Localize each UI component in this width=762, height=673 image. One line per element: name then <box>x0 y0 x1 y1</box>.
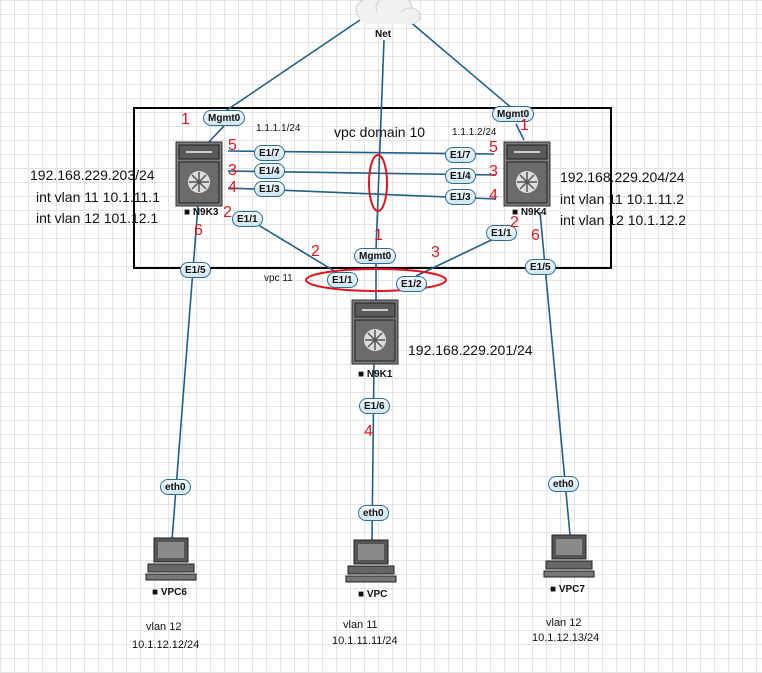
pc-icon <box>145 537 197 581</box>
vpc-vlan: vlan 11 <box>343 619 378 631</box>
n9k3-name[interactable]: ■ N9K3 <box>184 208 218 218</box>
node-square-icon: ■ <box>152 587 161 598</box>
n9k3-keepalive-ip: 1.1.1.1/24 <box>256 123 301 134</box>
node-square-icon: ■ <box>512 207 521 218</box>
n9k4-vlan11: int vlan 11 10.1.11.2 <box>560 191 685 207</box>
n9k3-mgmt0-port[interactable]: Mgmt0 <box>203 110 246 126</box>
n9k3-ip: 192.168.229.203/24 <box>30 167 155 183</box>
node-square-icon: ■ <box>358 369 367 380</box>
n9k4-e1-5-port[interactable]: E1/5 <box>525 259 556 275</box>
n9k1-name[interactable]: ■ N9K1 <box>358 370 392 380</box>
n9k1-e1-6-port[interactable]: E1/6 <box>359 398 390 414</box>
cloud-icon <box>355 0 421 25</box>
n9k4-name-text: N9K4 <box>520 207 547 218</box>
link-n9k4-mgmt-stub <box>515 123 525 141</box>
annotation-n9k1-e11: 2 <box>311 243 320 260</box>
peer-link-ellipse <box>368 154 388 212</box>
annotation-n9k3-e11: 2 <box>223 204 232 221</box>
node-square-icon: ■ <box>550 584 559 595</box>
annotation-n9k4-e11: 2 <box>510 214 519 231</box>
n9k4-vlan12: int vlan 12 10.1.12.2 <box>560 212 687 228</box>
vpc-ip: 10.1.11.11/24 <box>332 635 398 647</box>
annotation-n9k3-e15: 6 <box>194 222 203 239</box>
vpc7-ip: 10.1.12.13/24 <box>532 632 600 644</box>
link-net-n9k4-mgmt <box>407 19 515 111</box>
vpc-name[interactable]: ■ VPC <box>358 590 387 600</box>
n9k1-mgmt0-port[interactable]: Mgmt0 <box>354 248 397 264</box>
link-net-n9k1-mgmt <box>375 39 385 251</box>
annotation-n9k3-e14: 3 <box>228 162 237 179</box>
n9k4-keepalive-ip: 1.1.1.2/24 <box>452 127 497 138</box>
annotation-n9k3-e13: 4 <box>228 179 237 196</box>
annotation-n9k4-e15: 6 <box>531 227 540 244</box>
annotation-n9k4-e13: 4 <box>489 187 498 204</box>
n9k1-ip: 192.168.229.201/24 <box>408 342 533 358</box>
vpc7-eth0-port[interactable]: eth0 <box>548 476 579 492</box>
pc-icon <box>345 539 397 583</box>
vpc7-vlan: vlan 12 <box>546 617 582 629</box>
vpc-domain-label: vpc domain 10 <box>334 124 426 140</box>
n9k1-name-text: N9K1 <box>366 369 393 380</box>
switch-icon <box>503 141 551 207</box>
annotation-n9k3-e17: 5 <box>228 137 237 154</box>
n9k4-e1-4-port[interactable]: E1/4 <box>445 168 476 184</box>
switch-icon <box>351 299 399 365</box>
n9k3-e1-5-port[interactable]: E1/5 <box>180 262 211 278</box>
vpc-name-text: VPC <box>366 589 388 600</box>
link-net-n9k3-mgmt <box>223 19 361 113</box>
n9k1-e1-2-port[interactable]: E1/2 <box>396 276 427 292</box>
n9k1-e1-1-port[interactable]: E1/1 <box>327 272 358 288</box>
n9k4-e1-1-port[interactable]: E1/1 <box>486 225 517 241</box>
vpc-label: vpc 11 <box>264 273 293 284</box>
vpc-domain-box <box>133 107 612 269</box>
n9k3-e1-1-port[interactable]: E1/1 <box>232 211 263 227</box>
annotation-n9k4-e17: 5 <box>489 139 498 156</box>
vpc7-name[interactable]: ■ VPC7 <box>550 585 585 595</box>
n9k4-ip: 192.168.229.204/24 <box>560 169 685 185</box>
annotation-n9k1-e16: 4 <box>364 423 373 440</box>
annotation-n9k4-mgmt: 1 <box>520 117 529 134</box>
node-square-icon: ■ <box>184 207 193 218</box>
vpc6-name-text: VPC6 <box>160 587 187 598</box>
n9k3-e1-7-port[interactable]: E1/7 <box>254 145 285 161</box>
annotation-n9k3-mgmt: 1 <box>181 111 190 128</box>
link-n9k3-n9k1 <box>249 219 337 273</box>
n9k4-name[interactable]: ■ N9K4 <box>512 208 546 218</box>
vpc6-name[interactable]: ■ VPC6 <box>152 588 187 598</box>
pc-icon <box>543 534 595 578</box>
link-n9k4-n9k1 <box>415 233 505 277</box>
vpc7-name-text: VPC7 <box>558 584 585 595</box>
vpc6-ip: 10.1.12.12/24 <box>132 639 200 651</box>
n9k3-vlan12: int vlan 12 101.12.1 <box>36 210 159 226</box>
node-square-icon: ■ <box>358 589 367 600</box>
n9k3-e1-3-port[interactable]: E1/3 <box>254 181 285 197</box>
vpc11-ellipse <box>305 268 447 292</box>
n9k3-name-text: N9K3 <box>192 207 219 218</box>
n9k4-e1-3-port[interactable]: E1/3 <box>445 189 476 205</box>
annotation-n9k1-mgmt: 1 <box>374 227 383 244</box>
n9k3-e1-4-port[interactable]: E1/4 <box>254 163 285 179</box>
n9k4-e1-7-port[interactable]: E1/7 <box>445 147 476 163</box>
vpc6-vlan: vlan 12 <box>146 621 182 633</box>
n9k4-mgmt0-port[interactable]: Mgmt0 <box>492 106 535 122</box>
annotation-n9k1-e12: 3 <box>431 244 440 261</box>
n9k3-vlan11: int vlan 11 10.1.11.1 <box>36 189 161 205</box>
annotation-n9k4-e14: 3 <box>489 163 498 180</box>
vpc-eth0-port[interactable]: eth0 <box>358 505 389 521</box>
cloud-label: Net <box>375 29 392 40</box>
vpc6-eth0-port[interactable]: eth0 <box>160 479 191 495</box>
switch-icon <box>175 141 223 207</box>
